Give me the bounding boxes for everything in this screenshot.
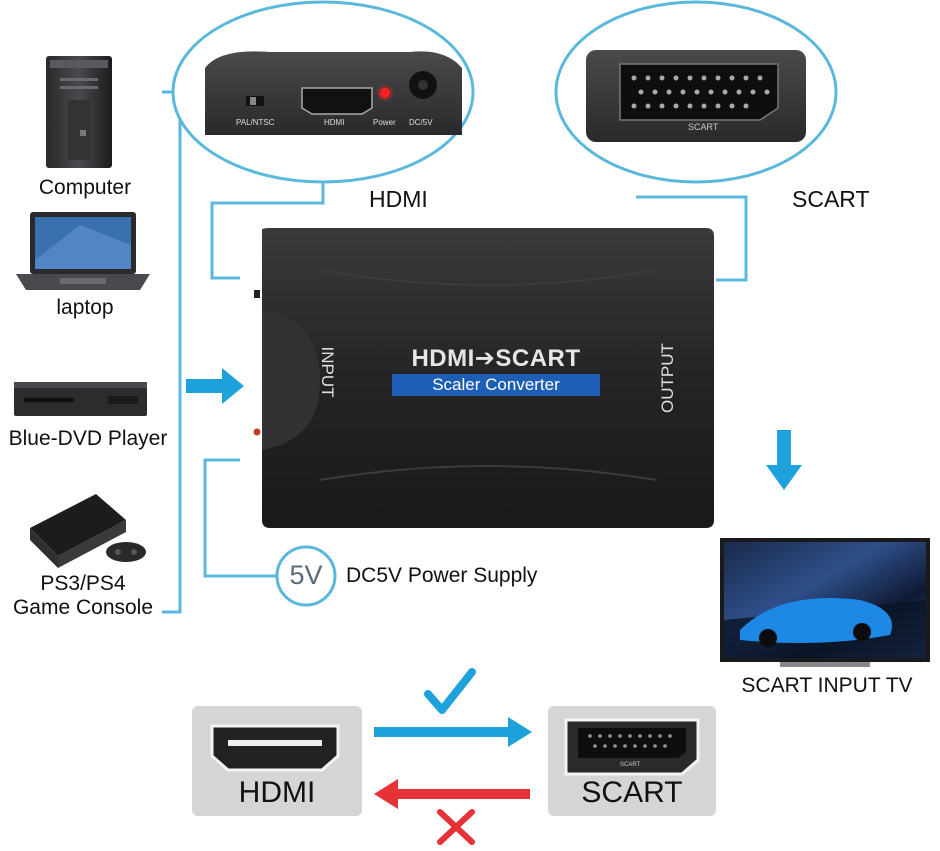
hdmi-bottom-connector (210, 724, 340, 772)
tv-label: SCART INPUT TV (741, 674, 913, 697)
computer-label: Computer (38, 176, 132, 199)
cross-icon (437, 809, 475, 845)
input-label: INPUT (318, 346, 337, 398)
game-console-icon (30, 494, 146, 568)
scart-panel-title: SCART (792, 186, 870, 212)
hdmi-port-label: HDMI (324, 118, 345, 127)
converter-box (253, 228, 714, 528)
hdmi-connector-line (210, 183, 325, 280)
hdmi-bottom-label: HDMI (238, 776, 316, 809)
scart-bottom-port-text: SCART (620, 762, 641, 768)
converter-subtitle: Scaler Converter (432, 375, 560, 394)
dvd-player-label: Blue-DVD Player (8, 427, 168, 450)
source-bracket (162, 90, 182, 614)
output-label: OUTPUT (658, 343, 677, 413)
hdmi-panel-title: HDMI (369, 186, 428, 212)
hdmi-port-panel (205, 51, 462, 136)
check-icon (424, 668, 476, 714)
power-badge: 5V (289, 560, 323, 590)
tv-icon (720, 538, 930, 667)
dc5v-port-label: DC/5V (409, 118, 433, 127)
laptop-icon (16, 212, 150, 290)
scart-connector-line (636, 195, 748, 282)
console-label-line2: Game Console (12, 596, 154, 619)
computer-icon (46, 56, 112, 168)
scart-bottom-label: SCART (581, 776, 683, 809)
output-arrow (766, 430, 802, 490)
scart-port-label: SCART (688, 122, 719, 132)
power-badge-circle (275, 545, 337, 607)
converter-title: HDMI➔SCART (411, 345, 581, 372)
dvd-player-icon (14, 382, 147, 416)
console-label-line1: PS3/PS4 (40, 572, 126, 595)
laptop-label: laptop (56, 296, 114, 319)
power-led-label: Power (373, 118, 396, 127)
pal-ntsc-label: PAL/NTSC (236, 118, 275, 127)
input-arrow (186, 368, 244, 404)
power-bracket (203, 458, 278, 578)
scart-port-panel (586, 50, 806, 142)
power-supply-label: DC5V Power Supply (346, 564, 538, 587)
console-label: PS3/PS4 Game Console (0, 572, 166, 620)
wrong-direction-arrow (374, 779, 530, 809)
correct-direction-arrow (374, 717, 532, 747)
